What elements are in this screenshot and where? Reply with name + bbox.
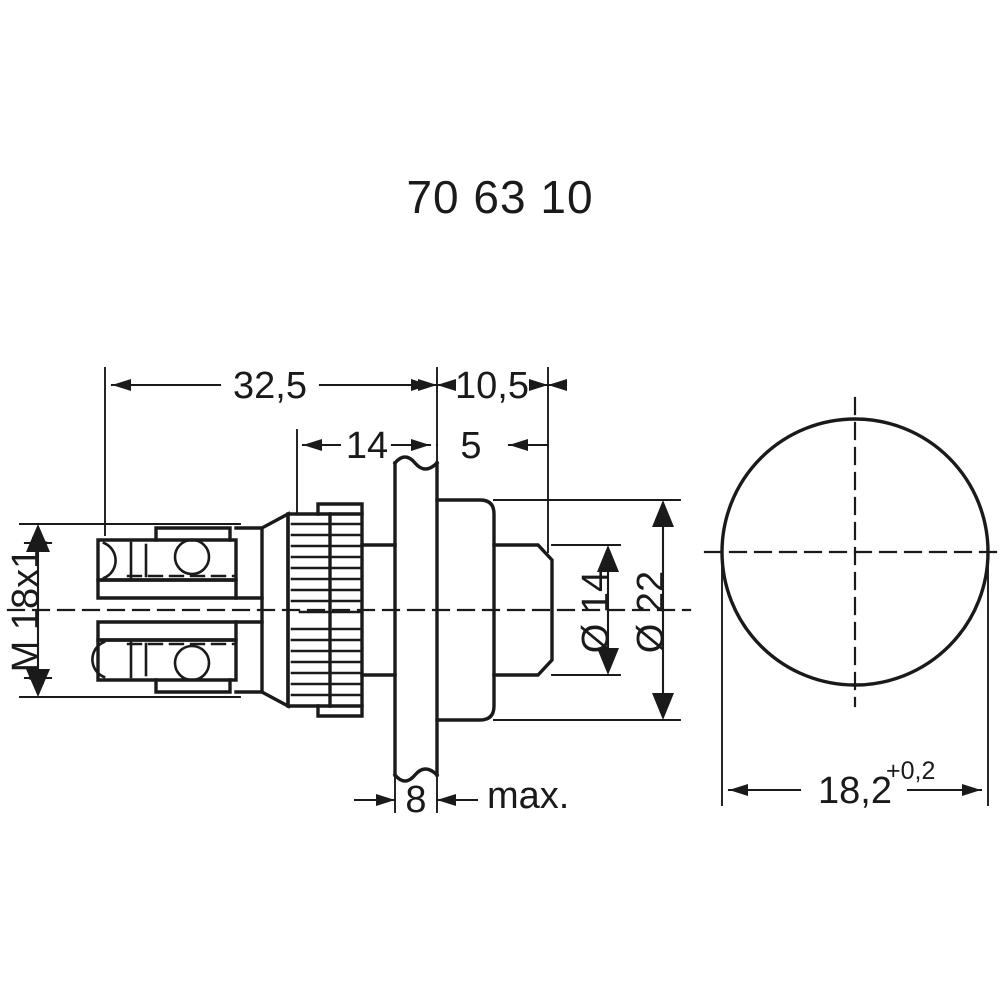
dimension-label-14: 14 bbox=[346, 425, 388, 467]
dimension-m18x1: M 18x1 bbox=[5, 523, 241, 698]
dimension-label-32-5: 32,5 bbox=[233, 365, 307, 407]
bezel-flange bbox=[435, 498, 496, 722]
dimension-label-dia-22: Ø 22 bbox=[630, 571, 672, 653]
dimension-tolerance-18-2: +0,2 bbox=[886, 757, 935, 785]
dimension-label-max: max. bbox=[487, 775, 569, 817]
terminal-upper bbox=[96, 526, 238, 600]
dimension-label-18-2: 18,2 bbox=[818, 770, 892, 812]
button-cap bbox=[492, 543, 554, 677]
dimension-8-max: 8 max. bbox=[353, 774, 569, 821]
dimension-5: 5 bbox=[435, 425, 550, 467]
dimension-18-2: 18,2 +0,2 bbox=[727, 757, 983, 812]
side-view-geometry bbox=[6, 455, 692, 783]
dimension-dia-22: Ø 22 bbox=[493, 499, 681, 721]
dimension-label-5: 5 bbox=[460, 425, 481, 467]
panel-plate bbox=[360, 455, 440, 783]
front-view-geometry bbox=[703, 396, 1000, 806]
side-view-dimensions: 32,5 10,5 14 5 bbox=[5, 365, 681, 821]
terminal-lower bbox=[91, 620, 238, 694]
dimension-dia-14: Ø 14 bbox=[551, 544, 621, 676]
dimension-14: 14 bbox=[301, 425, 432, 467]
dimension-label-m18x1: M 18x1 bbox=[5, 548, 47, 673]
knurled-nut bbox=[286, 502, 364, 718]
knurl-hatching bbox=[290, 522, 362, 697]
dimension-label-10-5: 10,5 bbox=[455, 365, 529, 407]
page-title: 70 63 10 bbox=[406, 171, 593, 223]
dimension-label-8: 8 bbox=[405, 779, 426, 821]
dimension-label-dia-14: Ø 14 bbox=[575, 571, 617, 653]
dimension-32-5: 32,5 bbox=[110, 365, 432, 407]
dimension-10-5: 10,5 bbox=[418, 365, 568, 407]
